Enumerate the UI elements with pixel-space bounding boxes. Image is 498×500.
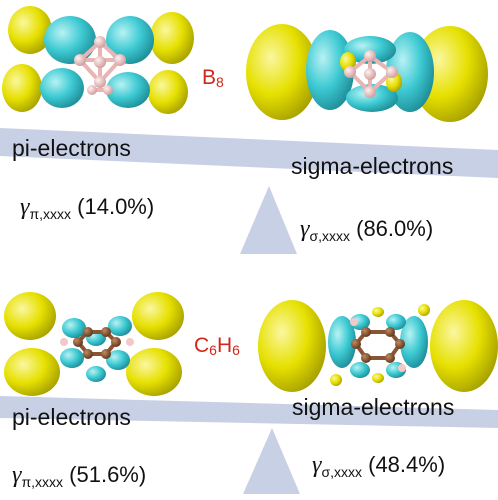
sigma-electrons-label-top: sigma-electrons xyxy=(291,153,454,179)
pi-electrons-label-top: pi-electrons xyxy=(12,135,131,161)
molecule-label-b8: B8 xyxy=(202,66,224,90)
fulcrum-top xyxy=(240,186,297,254)
c6h6-pi-orbital xyxy=(4,292,184,396)
b8-sigma-orbital xyxy=(246,24,488,122)
gamma-sigma-top: γσ,xxxx (86.0%) xyxy=(300,216,434,244)
sigma-electrons-label-bottom: sigma-electrons xyxy=(292,394,455,420)
gamma-sigma-bottom: γσ,xxxx (48.4%) xyxy=(312,452,446,480)
molecule-label-c6h6: C6H6 xyxy=(194,334,240,358)
fulcrum-bottom xyxy=(243,428,300,494)
balance-beam-top xyxy=(0,128,498,178)
c6h6-sigma-orbital xyxy=(258,300,498,392)
pi-electrons-label-bottom: pi-electrons xyxy=(12,404,131,430)
gamma-pi-top: γπ,xxxx (14.0%) xyxy=(20,194,155,222)
b8-pi-orbital xyxy=(2,6,194,114)
balance-beam-bottom xyxy=(0,396,498,428)
gamma-pi-bottom: γπ,xxxx (51.6%) xyxy=(12,462,147,490)
